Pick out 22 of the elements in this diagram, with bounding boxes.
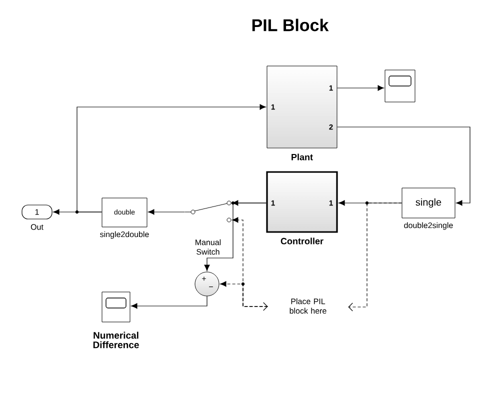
block-caption: Manual Switch bbox=[196, 239, 221, 255]
connector bbox=[204, 202, 266, 271]
block-title: Plant bbox=[292, 154, 313, 160]
connector bbox=[336, 126, 470, 206]
block-caption: double2single bbox=[404, 222, 453, 230]
block-title: Numerical Difference bbox=[93, 332, 139, 348]
block-label: single bbox=[416, 198, 442, 208]
sign-label: + bbox=[202, 276, 206, 281]
connector bbox=[148, 209, 186, 215]
block-caption: Out bbox=[30, 224, 44, 230]
sign-label: − bbox=[209, 286, 213, 288]
title: PIL Block bbox=[252, 18, 329, 32]
connector bbox=[131, 296, 208, 309]
port-number: 1 bbox=[35, 209, 39, 215]
connector bbox=[76, 104, 266, 212]
scope-icon bbox=[384, 70, 416, 102]
note-text: Place PIL block here bbox=[290, 298, 326, 314]
connector bbox=[336, 85, 384, 91]
block-title: Controller bbox=[280, 238, 324, 244]
block-caption: single2double bbox=[100, 231, 149, 239]
connector bbox=[348, 202, 402, 312]
connector bbox=[220, 281, 268, 307]
